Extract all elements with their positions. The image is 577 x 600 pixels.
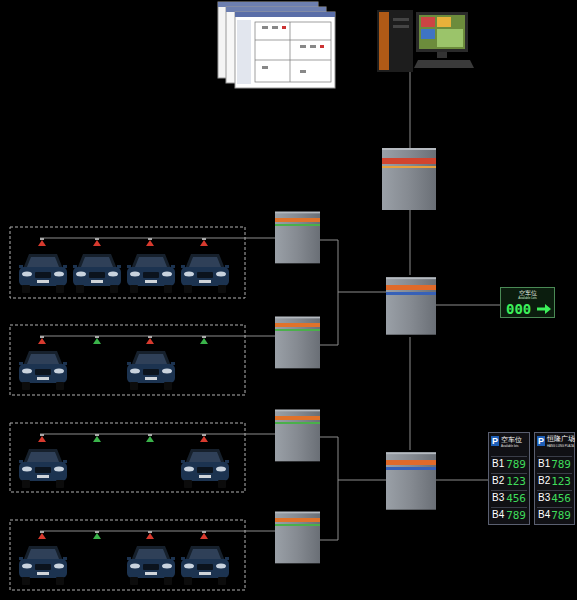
- parking-zones: [10, 227, 245, 590]
- board-text: P: [537, 436, 545, 446]
- led-display-board: P恒隆广场HANG LUNG PLAZAB1789B2123B3456B4789: [534, 432, 575, 525]
- board-text: B3: [492, 493, 504, 503]
- row-divider: [537, 456, 572, 457]
- board-text: B4: [492, 510, 504, 520]
- board-text: 123: [506, 476, 526, 487]
- board-text: B2: [492, 476, 504, 486]
- board-text: B1: [538, 459, 550, 469]
- board-text: 123: [551, 476, 571, 487]
- software-screens: [218, 2, 335, 88]
- sign-text: Available Lots: [501, 297, 554, 300]
- board-text: B3: [538, 493, 550, 503]
- board-text: P: [491, 436, 499, 446]
- board-text: 恒隆广场: [547, 436, 575, 443]
- board-text: 789: [506, 459, 526, 470]
- arrow-symbol: [537, 303, 552, 315]
- guidance-sign: 空车位Available Lots 000: [500, 287, 555, 318]
- board-text: Available lots: [501, 445, 519, 448]
- board-text: 789: [551, 510, 571, 521]
- row-divider: [491, 456, 527, 457]
- board-text: 456: [551, 493, 571, 504]
- sign-text: 000: [506, 302, 531, 316]
- board-text: B4: [538, 510, 550, 520]
- controllers: [275, 148, 436, 563]
- row-divider: [537, 473, 572, 474]
- row-divider: [537, 490, 572, 491]
- arrow-head: [537, 304, 551, 314]
- row-divider: [491, 490, 527, 491]
- row-divider: [537, 507, 572, 508]
- computer: [377, 10, 474, 72]
- board-text: 456: [506, 493, 526, 504]
- board-text: B1: [492, 459, 504, 469]
- cars: [19, 254, 229, 585]
- row-divider: [491, 473, 527, 474]
- led-display-board: P空车位Available lotsB1789B2123B3456B4789: [488, 432, 530, 525]
- board-text: 空车位: [501, 436, 522, 443]
- board-text: HANG LUNG PLAZA: [547, 445, 574, 448]
- row-divider: [491, 507, 527, 508]
- wires: [40, 72, 500, 540]
- sign-text: 空车位: [501, 290, 554, 296]
- board-text: 789: [551, 459, 571, 470]
- board-text: B2: [538, 476, 550, 486]
- board-text: 789: [506, 510, 526, 521]
